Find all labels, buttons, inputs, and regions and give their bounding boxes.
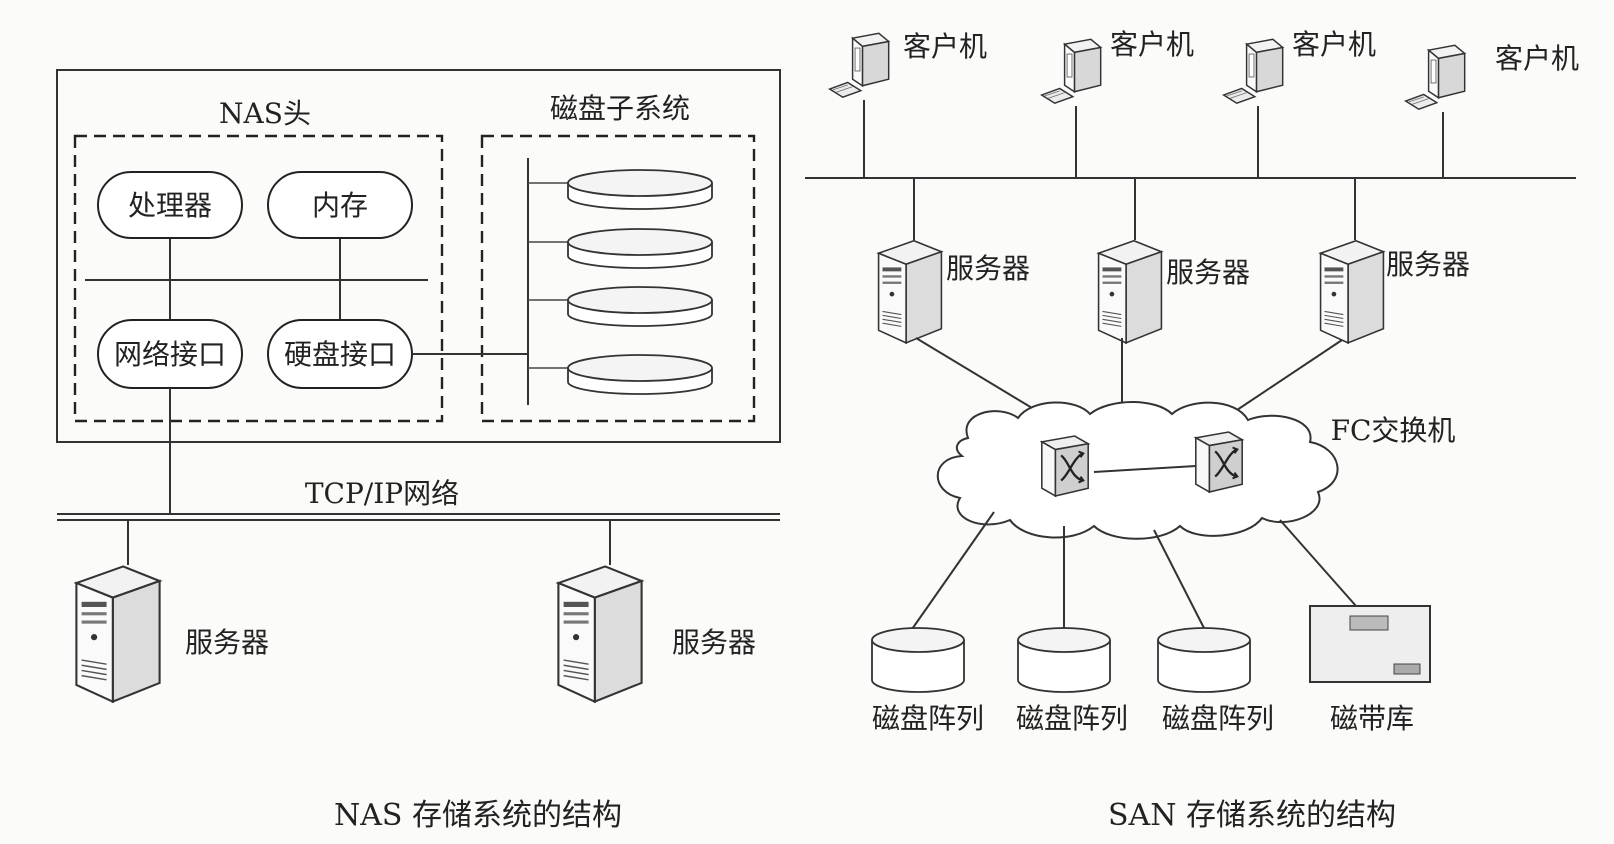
fc-switch-icon — [1040, 434, 1090, 498]
memory-box: 内存 — [267, 171, 413, 239]
client-label: 客户机 — [1292, 28, 1376, 61]
nas-disk — [567, 228, 713, 269]
nas-server-icon — [75, 565, 161, 703]
processor-label: 处理器 — [128, 189, 212, 222]
san-server-icon — [877, 239, 943, 344]
disk-interface-label: 硬盘接口 — [284, 338, 396, 371]
nas-server-icon — [557, 565, 643, 703]
san-server-label: 服务器 — [1386, 248, 1470, 281]
nas-disk — [567, 286, 713, 327]
tape-library-icon — [1309, 605, 1431, 683]
nas-server-label: 服务器 — [672, 626, 756, 659]
san-caption: SAN 存储系统的结构 — [1108, 798, 1396, 833]
nas-diagram: NAS头 磁盘子系统 处理器 内存 网络接口 硬盘接口 — [56, 69, 781, 833]
disk-array — [871, 627, 965, 693]
san-server-label: 服务器 — [1166, 256, 1250, 289]
disk-subsystem-box — [480, 134, 756, 423]
nas-disk — [567, 169, 713, 210]
tcpip-network-label: TCP/IP网络 — [305, 477, 459, 510]
nas-disk — [567, 354, 713, 395]
client-label: 客户机 — [903, 30, 987, 63]
nas-enclosure — [56, 69, 781, 443]
san-server-label: 服务器 — [946, 252, 1030, 285]
nas-caption: NAS 存储系统的结构 — [334, 798, 622, 833]
client-icon — [1040, 38, 1102, 104]
disk-array — [1157, 627, 1251, 693]
fc-switch-icon — [1194, 430, 1244, 494]
client-icon — [1222, 38, 1284, 104]
disk-array — [1017, 627, 1111, 693]
network-interface-box: 网络接口 — [97, 319, 243, 389]
disk-array-label: 磁盘阵列 — [872, 702, 984, 735]
san-server-icon — [1097, 239, 1163, 344]
processor-box: 处理器 — [97, 171, 243, 239]
san-server-icon — [1319, 239, 1385, 344]
fc-switch-label: FC交换机 — [1331, 414, 1456, 447]
tape-library-label: 磁带库 — [1330, 702, 1414, 735]
client-label: 客户机 — [1495, 42, 1579, 75]
memory-label: 内存 — [312, 189, 368, 222]
disk-array-label: 磁盘阵列 — [1016, 702, 1128, 735]
client-label: 客户机 — [1110, 28, 1194, 61]
nas-server-label: 服务器 — [185, 626, 269, 659]
disk-subsystem-label: 磁盘子系统 — [550, 92, 690, 125]
network-interface-label: 网络接口 — [114, 338, 226, 371]
nas-head-label: NAS头 — [219, 97, 311, 130]
disk-array-label: 磁盘阵列 — [1162, 702, 1274, 735]
nas-head-box — [73, 134, 444, 423]
san-diagram: 客户机 客户机 客户机 客户机 服务器 服务器 服务器 F — [805, 28, 1579, 833]
client-icon — [1404, 44, 1466, 110]
switch-interconnect — [1093, 465, 1197, 473]
client-icon — [828, 32, 890, 98]
disk-interface-box: 硬盘接口 — [267, 319, 413, 389]
